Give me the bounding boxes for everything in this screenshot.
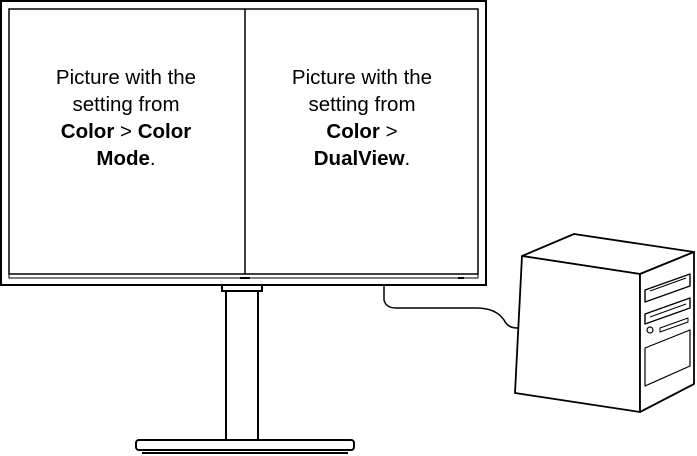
left-caption-bold-color: Color xyxy=(61,120,115,143)
left-caption-bold-mode: Mode xyxy=(96,147,150,170)
desktop-tower-icon xyxy=(515,234,694,412)
right-caption-line1: Picture with the xyxy=(252,64,472,91)
left-caption-period: . xyxy=(150,147,156,170)
right-caption-bold-color: Color xyxy=(326,120,380,143)
left-caption-bold-color2: Color xyxy=(138,120,192,143)
right-caption-line2: setting from xyxy=(252,91,472,118)
right-caption-separator: > xyxy=(380,120,398,143)
left-caption-separator: > xyxy=(114,120,137,143)
right-caption-bold-dualview: DualView xyxy=(314,147,405,170)
left-pane-caption: Picture with the setting from Color > Co… xyxy=(16,64,236,172)
left-caption-line2: setting from xyxy=(16,91,236,118)
left-caption-line3: Color > Color xyxy=(16,118,236,145)
right-caption-period: . xyxy=(405,147,411,170)
left-caption-line1: Picture with the xyxy=(16,64,236,91)
right-caption-line4: DualView. xyxy=(252,145,472,172)
right-caption-line3: Color > xyxy=(252,118,472,145)
right-pane-caption: Picture with the setting from Color > Du… xyxy=(252,64,472,172)
cable-icon xyxy=(384,285,526,328)
monitor-stand-icon xyxy=(136,285,354,453)
left-caption-line4: Mode. xyxy=(16,145,236,172)
